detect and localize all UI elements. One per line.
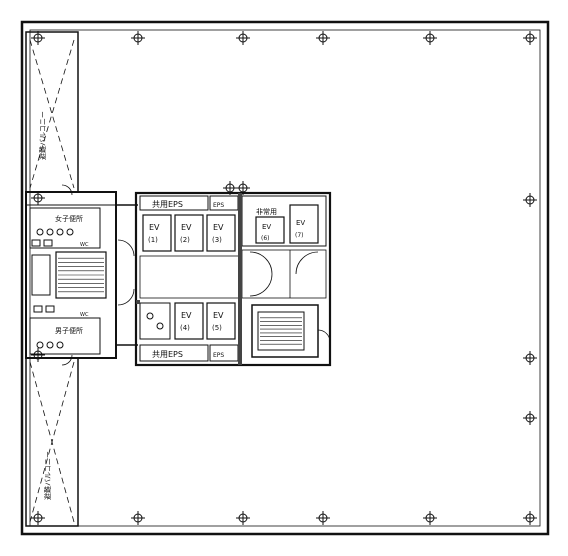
column-marker xyxy=(523,31,537,45)
eps-bottom-small-label: EPS xyxy=(213,352,224,359)
svg-text:EV: EV xyxy=(181,311,192,320)
svg-text:(6): (6) xyxy=(261,235,270,242)
column-marker xyxy=(131,511,145,525)
stair-right xyxy=(251,304,319,358)
column-marker xyxy=(131,31,145,45)
column-marker xyxy=(236,31,250,45)
elevator-5: EV (5) xyxy=(206,302,236,340)
wc-label-1: WC xyxy=(80,242,89,248)
balcony-top-label: 避難バルコニー xyxy=(38,111,47,160)
women-toilet-label: 女子便所 xyxy=(55,214,83,223)
svg-text:EV: EV xyxy=(262,223,271,231)
elevator-2: EV (2) xyxy=(174,214,204,252)
stair-treads-right xyxy=(260,317,302,345)
svg-text:(7): (7) xyxy=(295,232,304,239)
svg-text:(4): (4) xyxy=(180,324,190,332)
column-marker xyxy=(523,511,537,525)
eps-top-small-label: EPS xyxy=(213,202,224,209)
column-marker xyxy=(31,348,45,362)
eps-bottom-label: 共用EPS xyxy=(152,350,183,359)
column-marker xyxy=(423,511,437,525)
women-toilet xyxy=(29,207,101,249)
elevator-4: EV (4) xyxy=(174,302,204,340)
building-outline xyxy=(20,20,550,536)
eps-bottom xyxy=(139,344,209,362)
central-lobby xyxy=(241,249,327,299)
column-marker xyxy=(31,31,45,45)
svg-text:EV: EV xyxy=(213,223,224,232)
svg-text:(5): (5) xyxy=(212,324,222,332)
eps-top-label: 共用EPS xyxy=(152,200,183,209)
svg-text:(2): (2) xyxy=(180,236,190,244)
men-toilet xyxy=(29,317,101,355)
elevator-6: EV (6) xyxy=(255,216,285,244)
balcony-bottom-label: 避難バルコニー xyxy=(43,451,52,500)
elevator-7: EV (7) xyxy=(289,204,319,244)
svg-text:EV: EV xyxy=(296,219,305,227)
svg-text:(1): (1) xyxy=(148,236,158,244)
svg-text:EV: EV xyxy=(213,311,224,320)
svg-text:(3): (3) xyxy=(212,236,222,244)
column-marker xyxy=(316,511,330,525)
toilet-fixtures-top xyxy=(31,228,74,247)
elevator-hall xyxy=(139,255,241,299)
column-marker xyxy=(523,351,537,365)
toilet-fixtures-bottom xyxy=(33,305,64,349)
freight-ev-label: 非常用 xyxy=(256,207,277,216)
column-marker xyxy=(316,31,330,45)
men-toilet-label: 男子便所 xyxy=(55,326,83,335)
stair-left xyxy=(55,251,107,299)
column-marker xyxy=(523,193,537,207)
elevator-3: EV (3) xyxy=(206,214,236,252)
building-outline-inner xyxy=(29,29,541,527)
svg-text:EV: EV xyxy=(149,223,160,232)
column-grid xyxy=(31,31,537,525)
column-marker xyxy=(523,411,537,425)
column-marker xyxy=(236,511,250,525)
column-marker xyxy=(423,31,437,45)
column-marker xyxy=(31,191,45,205)
elevator-1: EV (1) xyxy=(142,214,172,252)
small-room-left xyxy=(139,302,171,340)
balcony-top xyxy=(25,31,79,193)
svg-text:EV: EV xyxy=(181,223,192,232)
central-core xyxy=(134,191,332,367)
wc-label-2: WC xyxy=(80,312,89,318)
stair-treads-left xyxy=(58,257,104,293)
eps-top xyxy=(139,195,209,211)
left-service-block xyxy=(25,191,117,359)
column-marker xyxy=(31,511,45,525)
